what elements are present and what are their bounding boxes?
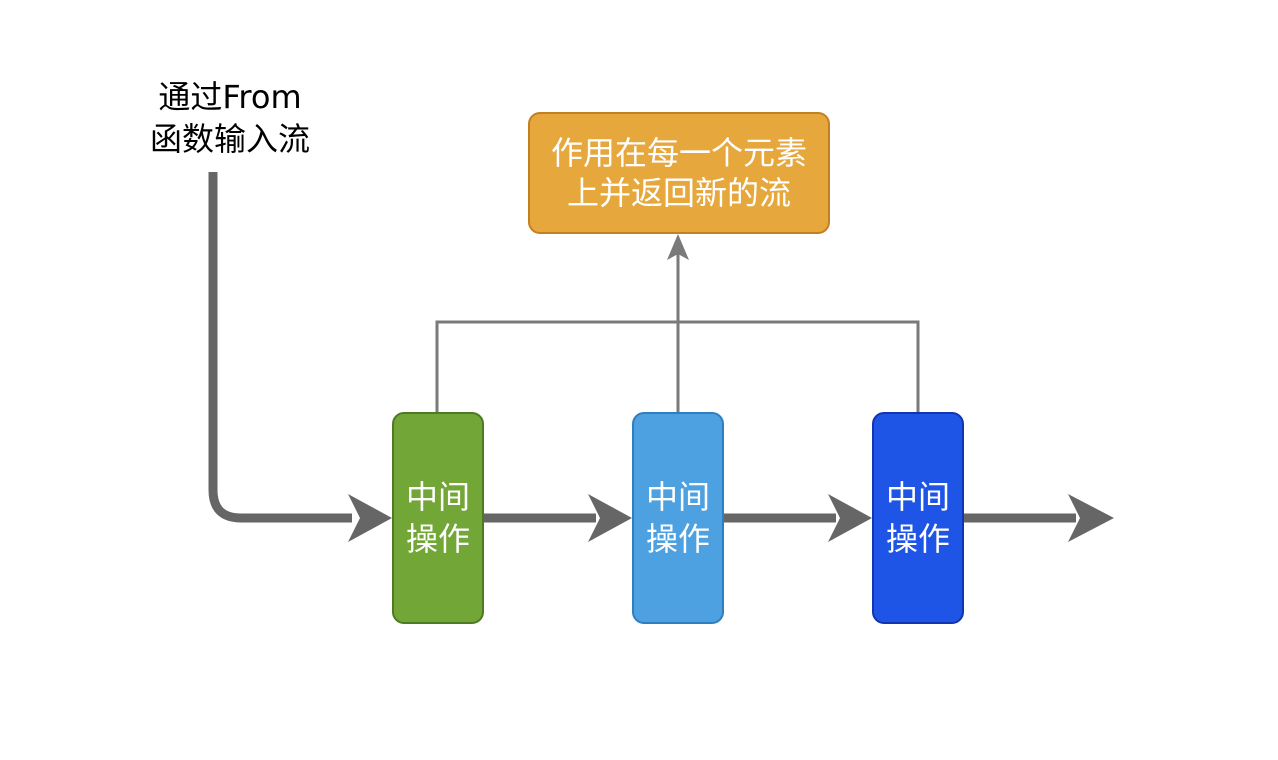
result-arrowhead — [667, 234, 689, 260]
result-line2: 上并返回新的流 — [566, 174, 791, 212]
input-flow-arrow — [208, 172, 352, 523]
operation-3-line2: 操作 — [885, 520, 950, 558]
result-line1: 作用在每一个元素 — [550, 134, 807, 172]
flow-arrowhead-1-2 — [588, 494, 632, 542]
operation-1-line1: 中间 — [405, 478, 470, 516]
output-flow-arrowhead — [1068, 494, 1114, 542]
result-box: 作用在每一个元素 上并返回新的流 — [528, 112, 830, 234]
input-label-line2: 函数输入流 — [149, 120, 310, 158]
flow-arrowhead-2-3 — [828, 494, 872, 542]
input-stream-label: 通过From 函数输入流 — [120, 76, 340, 160]
operation-1-line2: 操作 — [405, 520, 470, 558]
input-flow-arrowhead — [348, 494, 392, 542]
operation-2-line2: 操作 — [645, 520, 710, 558]
input-label-line1: 通过From — [158, 78, 302, 116]
operation-box-2: 中间 操作 — [632, 412, 724, 624]
operation-2-line1: 中间 — [645, 478, 710, 516]
operation-3-line1: 中间 — [885, 478, 950, 516]
operation-box-3: 中间 操作 — [872, 412, 964, 624]
operation-box-1: 中间 操作 — [392, 412, 484, 624]
